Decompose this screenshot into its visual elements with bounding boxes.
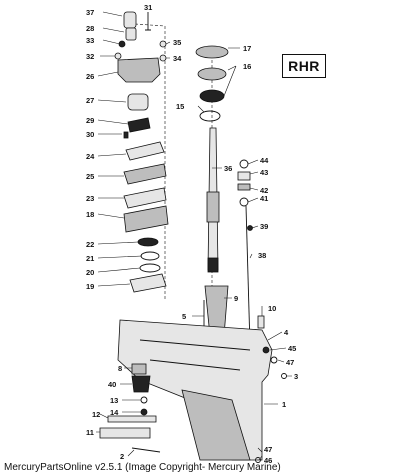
callout-32: 32	[86, 52, 94, 61]
part-31-screw	[145, 12, 151, 31]
callout-4: 4	[284, 328, 289, 337]
part-39-clip	[247, 225, 253, 231]
part-44-washer	[239, 159, 249, 169]
part-47-washer	[270, 356, 278, 364]
part-17-seal	[195, 45, 229, 59]
callout-37: 37	[86, 8, 94, 17]
part-15-ring	[199, 110, 221, 122]
part-8-bearing	[131, 363, 147, 375]
part-16-bearing	[199, 89, 225, 103]
part-14-nut	[140, 408, 148, 416]
part-30-key	[123, 131, 129, 139]
callout-5: 5	[182, 312, 186, 321]
callout-28: 28	[86, 24, 94, 33]
part-27-insert	[127, 93, 149, 111]
part-23-gasket	[123, 187, 167, 209]
part-36-spline	[206, 191, 220, 223]
callout-33: 33	[86, 36, 94, 45]
part-20-oring	[139, 263, 161, 273]
part-24-gasket	[125, 141, 165, 161]
part-21-oring	[140, 251, 160, 261]
callout-1: 1	[282, 400, 286, 409]
part-26-pump-body	[117, 57, 161, 83]
part-3-screw	[281, 373, 287, 379]
part-37-sleeve	[123, 11, 137, 29]
callout-10: 10	[268, 304, 276, 313]
part-18-pump-base	[123, 205, 169, 233]
callout-12: 12	[92, 410, 100, 419]
callout-39: 39	[260, 222, 268, 231]
part-34-bolt	[159, 54, 167, 62]
callout-20: 20	[86, 268, 94, 277]
callout-36: 36	[224, 164, 232, 173]
callout-30: 30	[86, 130, 94, 139]
callout-24: 24	[86, 152, 95, 161]
callout-44: 44	[260, 156, 269, 165]
part-40-gear	[131, 375, 151, 393]
callout-21: 21	[86, 254, 94, 263]
callout-40: 40	[108, 380, 116, 389]
callout-35: 35	[173, 38, 181, 47]
part-35-washer	[159, 40, 167, 48]
part-12-trim-tab	[107, 415, 157, 423]
callout-19: 19	[86, 282, 94, 291]
part-22-seal	[137, 237, 159, 247]
part-1-skeg	[181, 389, 251, 461]
image-caption: MercuryPartsOnline v2.5.1 (Image Copyrig…	[4, 462, 281, 473]
part-2-bolt	[131, 447, 161, 453]
part-32-screw	[114, 52, 122, 60]
callout-29: 29	[86, 116, 94, 125]
callout-22: 22	[86, 240, 94, 249]
callout-13: 13	[110, 396, 118, 405]
callout-47-lower: 47	[264, 445, 272, 454]
part-10-screw	[257, 315, 265, 329]
callout-3: 3	[294, 372, 298, 381]
part-11-trim-tab	[99, 427, 151, 439]
callout-2: 2	[120, 452, 124, 461]
callout-25: 25	[86, 172, 94, 181]
callout-41: 41	[260, 194, 268, 203]
part-41-oring	[239, 197, 249, 207]
part-36-pinion-end	[207, 257, 219, 273]
part-1-gearcase-detail	[139, 339, 251, 371]
guide-line-top	[134, 23, 166, 27]
part-29-impeller	[127, 117, 151, 133]
part-19-gasket	[129, 273, 167, 293]
callout-11: 11	[86, 428, 94, 437]
callout-26: 26	[86, 72, 94, 81]
part-38-shift-shaft	[245, 205, 251, 347]
callout-23: 23	[86, 194, 94, 203]
callout-45: 45	[288, 344, 296, 353]
part-46-screw	[255, 457, 261, 463]
part-25-plate	[123, 163, 167, 185]
callout-46: 46	[264, 456, 272, 465]
callout-27: 27	[86, 96, 94, 105]
part-13-washer	[140, 396, 148, 404]
part-43-bushing	[237, 171, 251, 181]
callout-14: 14	[110, 408, 119, 417]
callout-9: 9	[234, 294, 238, 303]
leader-lines	[96, 11, 292, 461]
callout-47: 47	[286, 358, 294, 367]
callout-31: 31	[144, 3, 152, 12]
callout-43: 43	[260, 168, 268, 177]
callout-18: 18	[86, 210, 94, 219]
rhr-label-box: RHR	[282, 54, 326, 78]
callout-8: 8	[118, 364, 122, 373]
callout-16: 16	[243, 62, 251, 71]
callout-42: 42	[260, 186, 268, 195]
part-45-screw	[262, 346, 270, 354]
callout-38: 38	[258, 251, 266, 260]
callout-34: 34	[173, 54, 182, 63]
part-16-cup	[197, 67, 227, 81]
part-28-cup	[125, 27, 137, 41]
part-42-seal	[237, 183, 251, 191]
callout-17: 17	[243, 44, 251, 53]
callout-15: 15	[176, 102, 184, 111]
